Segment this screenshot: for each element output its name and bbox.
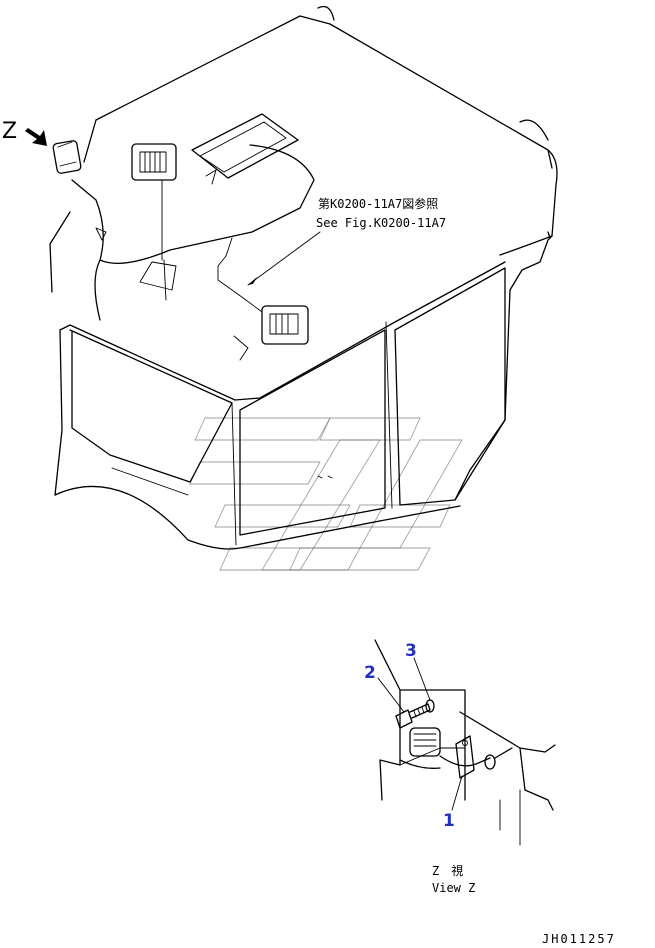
view-caption-ja: Z 視: [432, 863, 463, 878]
watermark-logo: [189, 417, 463, 571]
reference-leader: [247, 231, 321, 286]
view-direction-arrow-icon: [25, 128, 47, 146]
lamp-front-left: [52, 140, 82, 174]
reference-arrowhead: [248, 277, 257, 285]
drawing-code: JH011257: [542, 932, 616, 946]
callout-1: 1: [443, 811, 455, 831]
leader-2: [377, 677, 405, 713]
detail-lamp: [409, 727, 441, 757]
reference-note-en: See Fig.K0200-11A7: [316, 216, 446, 230]
roof-vent: [191, 113, 299, 185]
lamp-roof-center: [131, 143, 177, 181]
leader-3: [413, 657, 431, 701]
callout-2: 2: [364, 663, 376, 683]
reference-note-ja: 第K0200-11A7図参照: [318, 196, 438, 211]
cab-body: [49, 5, 558, 550]
detail-view-z: [374, 639, 556, 846]
detail-connector: [439, 747, 513, 770]
leader-1: [451, 775, 463, 811]
detail-bracket: [455, 735, 475, 779]
view-marker-letter: Z: [2, 119, 17, 144]
callout-3: 3: [405, 641, 417, 661]
view-z-marker: Z: [2, 119, 47, 146]
lamp-roof-front: [261, 305, 309, 345]
wiring-harness: [71, 144, 315, 321]
view-caption-en: View Z: [432, 881, 475, 895]
